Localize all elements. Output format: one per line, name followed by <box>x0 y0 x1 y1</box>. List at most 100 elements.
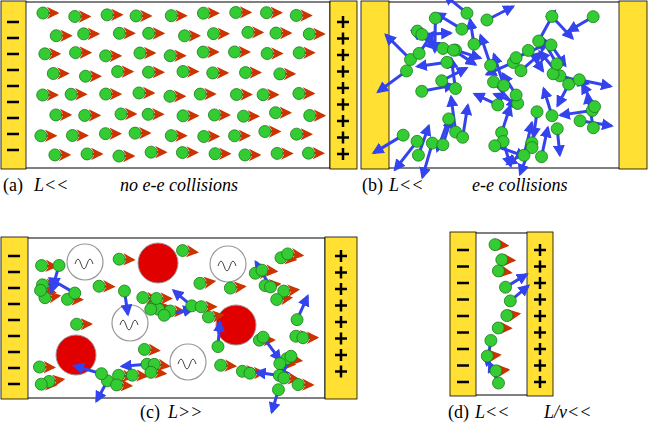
electron <box>202 311 214 323</box>
electron <box>500 281 512 293</box>
electron <box>291 314 303 326</box>
electron <box>35 378 47 390</box>
wave <box>218 261 236 271</box>
plus-sign <box>534 376 546 388</box>
caption: L<< <box>475 403 509 421</box>
impurity <box>216 305 256 345</box>
minus-sign <box>8 319 20 322</box>
electron <box>164 50 176 62</box>
electron <box>496 254 508 266</box>
electron <box>303 28 315 40</box>
electron <box>290 9 302 21</box>
electron <box>145 146 157 158</box>
electron <box>531 106 543 118</box>
electron <box>302 147 314 159</box>
electron <box>35 130 47 142</box>
electron <box>510 52 522 64</box>
electron <box>113 150 125 162</box>
electron <box>113 27 125 39</box>
electron <box>230 89 242 101</box>
channel <box>25 2 330 168</box>
electron <box>129 127 141 139</box>
electron <box>177 66 189 78</box>
electrode <box>1 1 26 169</box>
electron <box>198 130 210 142</box>
panel: (b)L<<e-e collisions <box>360 0 648 200</box>
electron <box>498 80 510 92</box>
electron <box>504 295 516 307</box>
electron <box>100 88 112 100</box>
electron <box>138 343 150 355</box>
electron <box>461 7 473 19</box>
electron <box>39 48 51 60</box>
electron <box>244 367 256 379</box>
electron <box>272 384 284 396</box>
electron <box>71 318 83 330</box>
minus-sign <box>457 298 469 301</box>
electron <box>574 115 586 127</box>
plus-sign <box>335 333 347 345</box>
electron <box>195 301 207 313</box>
plus-sign <box>337 115 349 127</box>
electron <box>194 277 206 289</box>
electron <box>134 47 146 59</box>
electron <box>50 109 62 121</box>
wave <box>178 359 196 369</box>
plus-sign <box>534 360 546 372</box>
electron <box>563 78 575 90</box>
channel <box>27 238 325 398</box>
electron <box>79 109 91 121</box>
electron <box>293 87 305 99</box>
electron <box>239 149 251 161</box>
plus-sign <box>337 99 349 111</box>
electron <box>113 253 125 265</box>
plus-sign <box>337 33 349 45</box>
minus-sign <box>7 117 19 120</box>
plus-sign <box>337 82 349 94</box>
electron <box>93 280 105 292</box>
electron <box>197 46 209 58</box>
caption: L<< <box>389 176 423 194</box>
electron <box>282 248 294 260</box>
electron <box>33 361 45 373</box>
plus-sign <box>337 49 349 61</box>
plus-sign <box>335 366 347 378</box>
caption: (b) <box>362 176 383 194</box>
plus-sign <box>337 132 349 144</box>
electron <box>209 148 221 160</box>
plus-sign <box>534 343 546 355</box>
minus-sign <box>7 53 19 56</box>
electron <box>533 35 545 47</box>
minus-sign <box>457 364 469 367</box>
electron <box>176 147 188 159</box>
electron <box>112 66 124 78</box>
electron <box>143 66 155 78</box>
electron <box>481 350 493 362</box>
electron <box>240 67 252 79</box>
minus-sign <box>7 149 19 152</box>
electron <box>397 129 409 141</box>
electrode <box>619 1 647 169</box>
electrode <box>325 237 357 399</box>
electron <box>492 265 504 277</box>
electron <box>65 88 77 100</box>
electron <box>413 47 425 59</box>
electron <box>150 292 162 304</box>
caption: (d) <box>448 403 469 421</box>
electron <box>437 42 449 54</box>
electron <box>95 368 107 380</box>
electron <box>256 264 268 276</box>
electron <box>447 44 459 56</box>
minus-sign <box>457 331 469 334</box>
electron <box>285 350 297 362</box>
caption: (a) <box>3 176 23 194</box>
electron <box>436 75 448 87</box>
electron <box>545 39 557 51</box>
electron <box>229 46 241 58</box>
electron <box>551 123 563 135</box>
electron <box>515 65 527 77</box>
electron <box>165 130 177 142</box>
charges <box>7 16 546 388</box>
